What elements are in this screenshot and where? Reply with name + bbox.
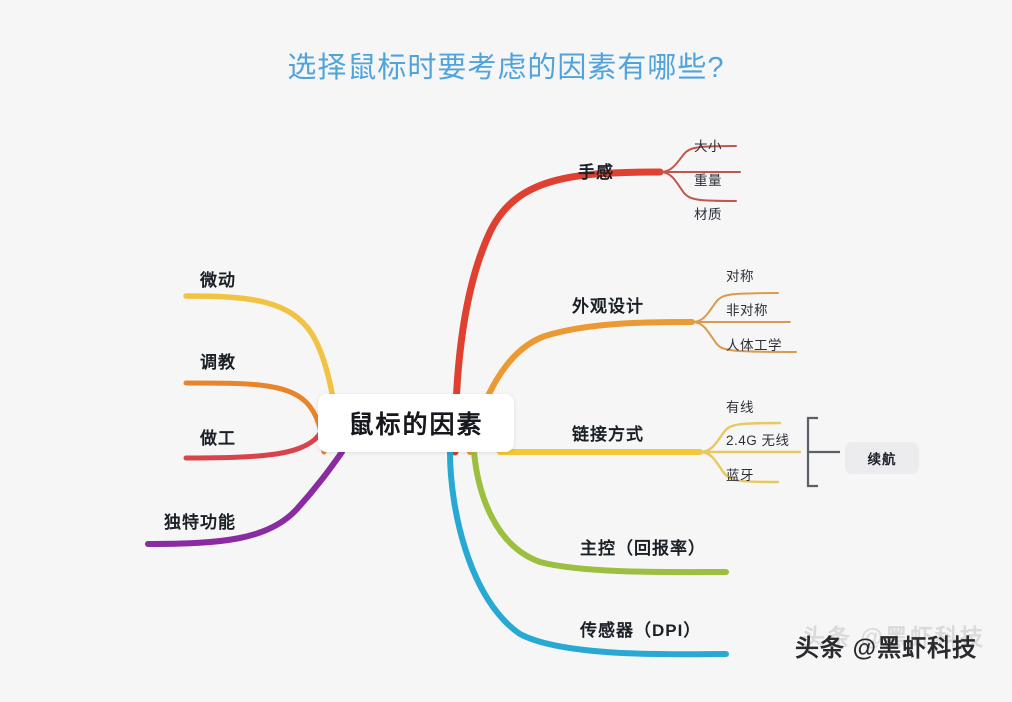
sub-label-waiguan-feiduicheng[interactable]: 非对称 bbox=[726, 303, 768, 318]
branch-label-chuanganqi[interactable]: 传感器（DPI） bbox=[580, 621, 702, 640]
sub-label-shougan-zhongliang[interactable]: 重量 bbox=[694, 173, 722, 188]
central-node[interactable]: 鼠标的因素 bbox=[318, 394, 514, 452]
branch-label-shougan[interactable]: 手感 bbox=[578, 163, 614, 182]
branch-line-zhukong bbox=[471, 449, 729, 576]
sub-branches-lianjie-fangshi bbox=[698, 421, 802, 484]
page-title: 选择鼠标时要考虑的因素有哪些? bbox=[287, 52, 725, 84]
sub-branches-waiguan-sheji bbox=[691, 292, 797, 353]
branch-label-lianjie-fangshi[interactable]: 链接方式 bbox=[572, 425, 644, 444]
watermark-ghost: 头条 @黑虾科技 bbox=[802, 624, 985, 650]
branch-line-shougan bbox=[451, 168, 664, 456]
sub-label-lianjie-lanya[interactable]: 蓝牙 bbox=[726, 468, 754, 483]
central-node-label: 鼠标的因素 bbox=[348, 411, 484, 439]
sub-branches-shougan bbox=[659, 145, 741, 202]
sub-label-shougan-daxiao[interactable]: 大小 bbox=[694, 139, 722, 154]
branch-line-chuanganqi bbox=[447, 449, 729, 658]
branch-label-zuogong[interactable]: 做工 bbox=[200, 429, 236, 448]
sub-label-lianjie-24g-wuxian[interactable]: 2.4G 无线 bbox=[726, 433, 790, 448]
branch-line-dute-gongneng bbox=[145, 449, 345, 547]
branch-label-tiaojiao[interactable]: 调教 bbox=[200, 353, 236, 372]
sub-label-waiguan-duicheng[interactable]: 对称 bbox=[726, 269, 754, 284]
branch-label-weidong[interactable]: 微动 bbox=[200, 271, 236, 290]
sub-label-lianjie-youxian[interactable]: 有线 bbox=[726, 400, 754, 415]
branch-line-zuogong bbox=[183, 427, 325, 461]
branch-label-waiguan-sheji[interactable]: 外观设计 bbox=[572, 297, 644, 316]
group-badge-xuhang[interactable]: 续航 bbox=[845, 442, 919, 474]
group-bracket-xuhang bbox=[806, 416, 840, 488]
watermark: 头条 @黑虾科技 bbox=[795, 635, 978, 662]
branch-label-dute-gongneng[interactable]: 独特功能 bbox=[164, 513, 236, 532]
sub-label-waiguan-rentigongxue[interactable]: 人体工学 bbox=[726, 338, 782, 353]
branch-label-zhukong[interactable]: 主控（回报率） bbox=[580, 539, 706, 558]
sub-label-shougan-caizhi[interactable]: 材质 bbox=[694, 207, 722, 222]
